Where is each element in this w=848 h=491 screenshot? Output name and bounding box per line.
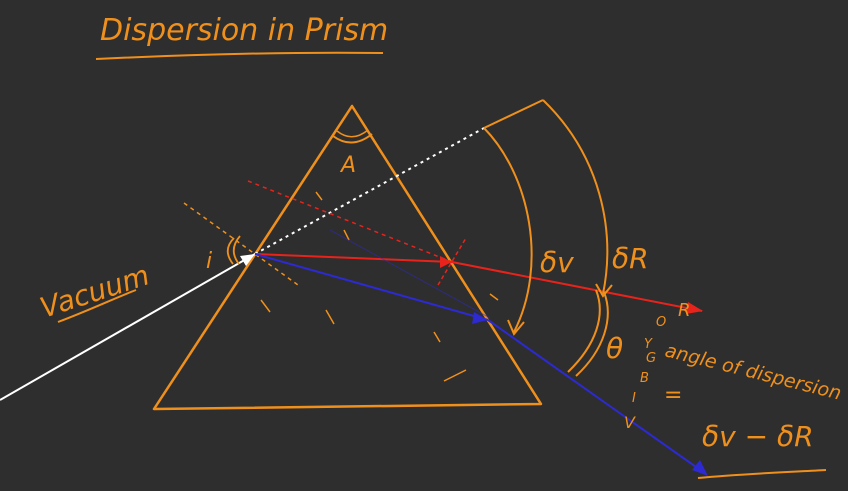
spectrum-letter-y: Y (644, 337, 653, 352)
angle-of-dispersion-label: angle of dispersion (663, 340, 844, 405)
incidence-angle-label: i (206, 249, 212, 274)
dispersion-arc-2 (575, 291, 609, 377)
violet-ray-inside-arrowhead (472, 312, 488, 324)
diagram-title: Dispersion in Prism (100, 13, 388, 48)
red-deviation-arrowhead (595, 283, 613, 298)
incident-ray-arrowhead (240, 254, 255, 266)
incident-ray-extension (254, 127, 485, 255)
spectrum-letter-i: I (632, 391, 636, 406)
violet-deviation-arrowhead (507, 319, 525, 336)
red-deviation-line (483, 99, 544, 129)
title-underline (95, 51, 384, 60)
incident-white-ray (0, 253, 256, 401)
red-ray-inside (254, 253, 453, 263)
violet-ray-emergent-arrowhead (692, 460, 708, 476)
medium-label-underline (57, 289, 137, 323)
red-deviation-label: δR (612, 242, 649, 275)
equals-sign: = (664, 383, 682, 408)
apex-angle-arc (332, 133, 373, 144)
theta-label: θ (606, 332, 623, 365)
violet-ray-emergent (487, 319, 707, 475)
normal-second-face (247, 180, 453, 263)
prism-triangle (152, 104, 543, 411)
spectrum-letter-b: B (640, 371, 649, 386)
incidence-angle-arc-2 (232, 235, 241, 265)
red-deviation-arc (542, 99, 609, 295)
violet-deviation-arc (483, 127, 533, 333)
medium-label: Vacuum (36, 258, 153, 324)
red-ray-inside-arrowhead (440, 256, 452, 268)
dispersion-arc-1 (567, 289, 601, 373)
apex-angle-label: A (339, 153, 356, 178)
equation-underline (697, 469, 827, 479)
spectrum-letters: O Y G B I (632, 315, 666, 406)
prism-hatch-marks (260, 191, 499, 382)
violet-deviation-label: δv (540, 246, 574, 279)
red-ray-emergent (451, 261, 703, 312)
red-ray-emergent-arrowhead (686, 302, 703, 314)
violet-ray-faint (329, 229, 491, 319)
normal-second-face-tick (437, 237, 467, 286)
violet-ray-inside (254, 253, 489, 321)
spectrum-letter-g: G (646, 351, 656, 366)
apex-angle-arc-inner (336, 129, 369, 138)
incidence-angle-arc-1 (226, 237, 235, 265)
dispersion-equation: δv − δR (702, 420, 814, 453)
spectrum-letter-o: O (656, 315, 666, 330)
red-ray-label: R (678, 300, 691, 321)
violet-ray-label: V (624, 413, 636, 432)
